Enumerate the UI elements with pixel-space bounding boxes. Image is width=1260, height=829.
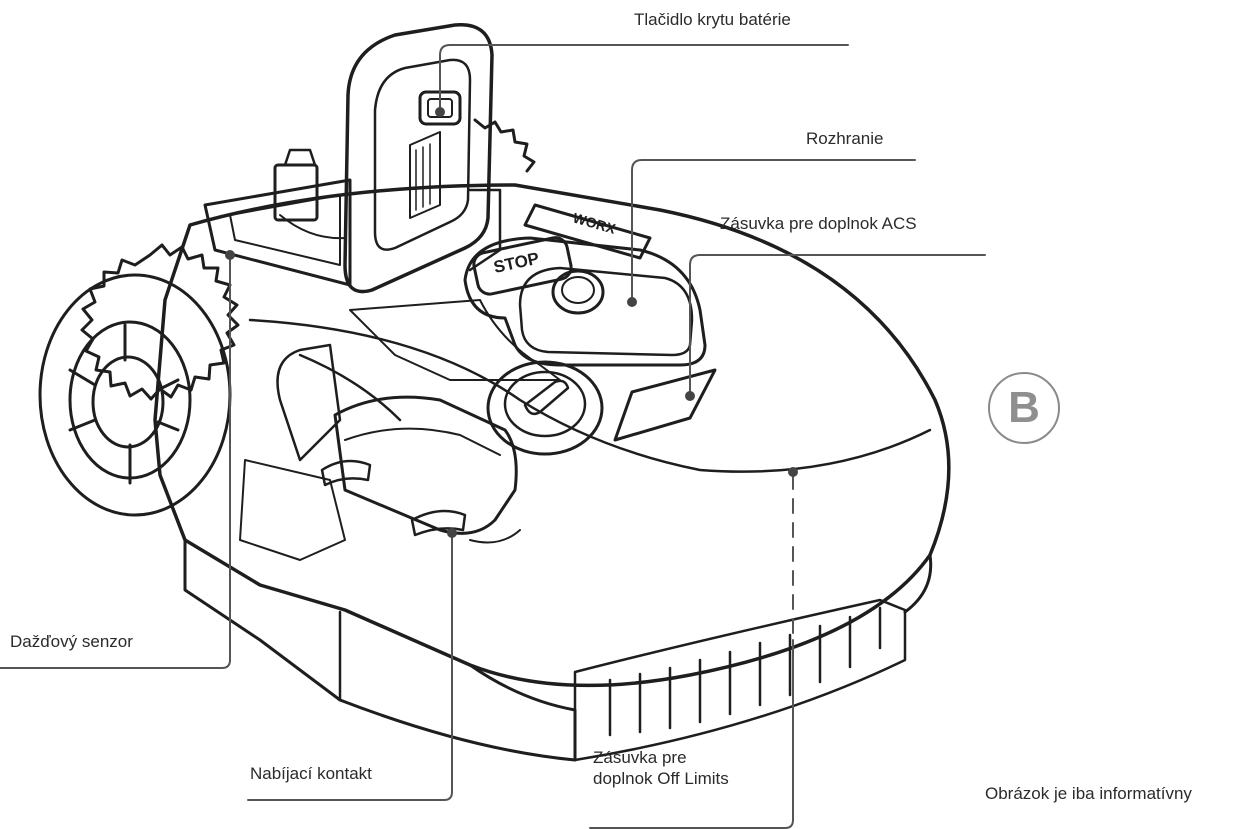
dot-battery-cover — [435, 107, 445, 117]
stop-button-text: STOP — [492, 249, 541, 277]
leader-charging — [247, 532, 453, 801]
dot-acs — [685, 391, 695, 401]
dot-charging — [447, 528, 457, 538]
left-wheel — [38, 243, 240, 517]
dot-rain-sensor — [225, 250, 235, 260]
dot-off-limits — [788, 467, 798, 477]
label-off-limits-socket: Zásuvka pre doplnok Off Limits — [593, 748, 729, 788]
mower-body — [153, 183, 951, 762]
acs-slot — [613, 368, 717, 442]
leader-battery-cover — [439, 44, 849, 113]
figure-badge: B — [988, 372, 1060, 444]
label-rain-sensor: Dažďový senzor — [10, 632, 133, 651]
label-acs-socket: Zásuvka pre doplnok ACS — [720, 214, 917, 233]
brand-text: WORX — [571, 210, 618, 238]
label-charging-contact: Nabíjací kontakt — [250, 764, 372, 783]
label-interface: Rozhranie — [806, 129, 884, 148]
dot-interface — [627, 297, 637, 307]
battery-cover — [343, 23, 494, 294]
leader-off-limits — [589, 639, 794, 829]
leader-interface — [631, 159, 916, 303]
leader-rain-sensor — [0, 254, 231, 669]
leader-lines — [0, 44, 986, 829]
height-dial — [486, 360, 604, 456]
callout-dots — [225, 107, 798, 538]
disclaimer-text: Obrázok je iba informatívny — [985, 784, 1192, 803]
brand-plate — [523, 203, 652, 260]
charging-contacts-area — [239, 343, 521, 561]
rear-grille — [573, 598, 907, 762]
label-battery-cover-button: Tlačidlo krytu batérie — [634, 10, 791, 29]
right-wheel — [473, 118, 536, 173]
leader-acs — [689, 254, 986, 397]
